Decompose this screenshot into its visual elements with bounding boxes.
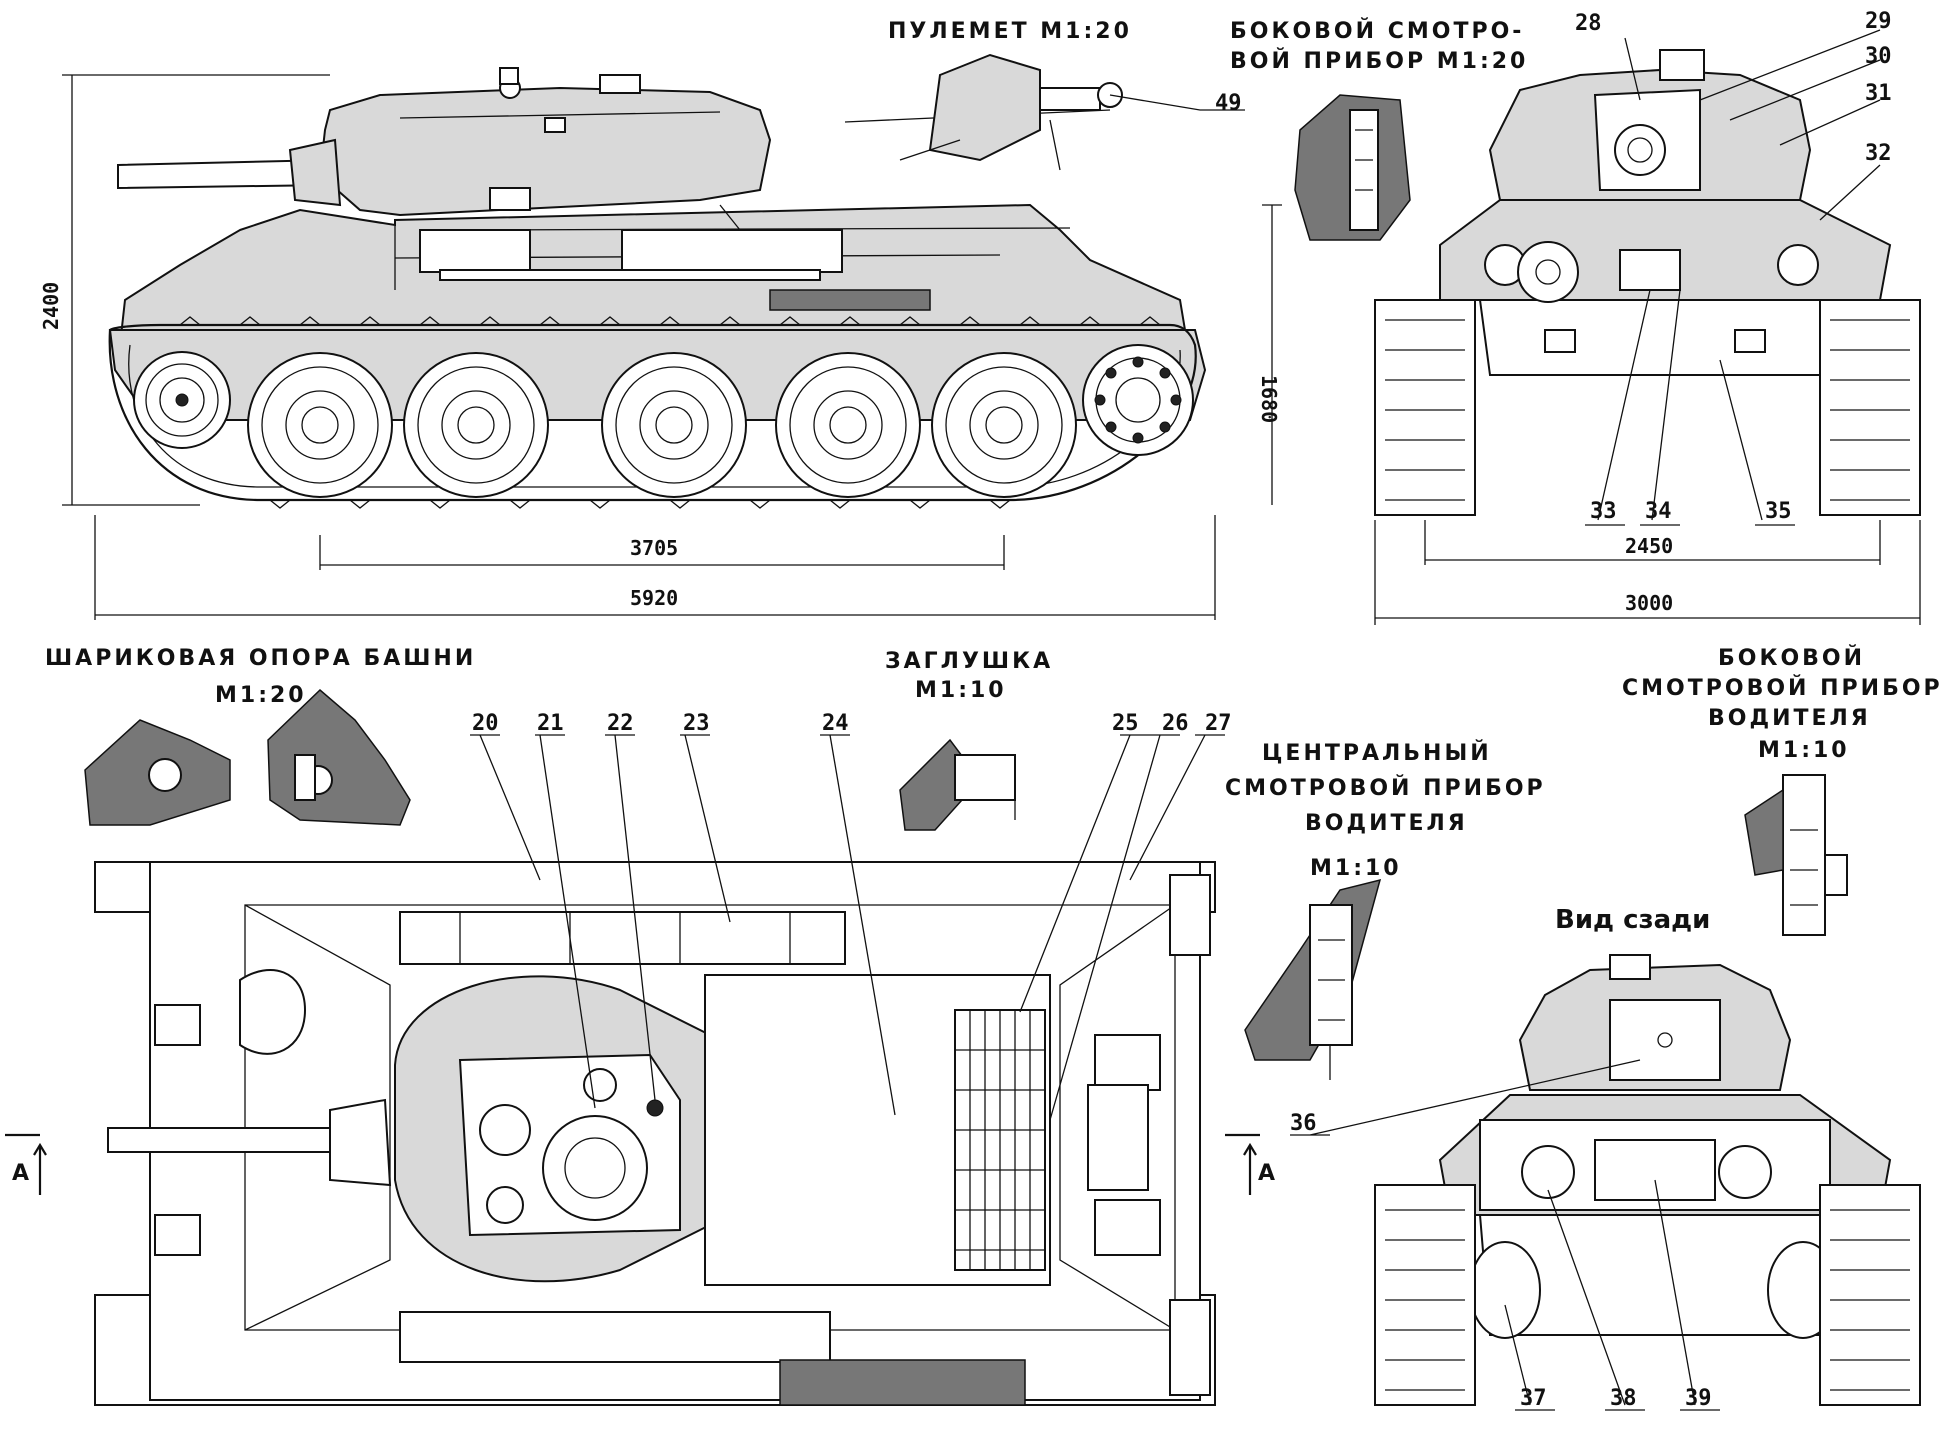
- title-driver-periscope-2: СМОТРОВОЙ ПРИБОР: [1622, 675, 1943, 701]
- side-view: [62, 67, 1282, 620]
- turret-side-periscope-detail: [1294, 94, 1411, 241]
- driver-side-periscope-detail: [1744, 774, 1848, 936]
- front-view: [1374, 29, 1921, 625]
- callout-33: 33: [1590, 499, 1617, 524]
- title-side-periscope-1: БОКОВОЙ СМОТРО-: [1230, 18, 1524, 44]
- callout-20: 20: [472, 711, 499, 736]
- dim-height-hull: 1680: [1257, 375, 1281, 423]
- title-driver-periscope-3: ВОДИТЕЛЯ: [1708, 706, 1871, 731]
- section-mark-right: A: [1258, 1161, 1275, 1186]
- dim-track-centers: 2450: [1625, 534, 1673, 558]
- callout-30: 30: [1865, 44, 1892, 69]
- callout-28: 28: [1575, 11, 1602, 36]
- callout-27: 27: [1205, 711, 1232, 736]
- callout-22: 22: [607, 711, 634, 736]
- title-plug-1: ЗАГЛУШКА: [885, 649, 1053, 674]
- title-central-periscope-2: СМОТРОВОЙ ПРИБОР: [1225, 775, 1546, 801]
- dim-width: 3000: [1625, 591, 1673, 615]
- title-driver-periscope-1: БОКОВОЙ: [1718, 645, 1865, 671]
- callout-34: 34: [1645, 499, 1672, 524]
- callout-29: 29: [1865, 9, 1892, 34]
- callout-35: 35: [1765, 499, 1792, 524]
- callout-23: 23: [683, 711, 710, 736]
- top-view: [5, 734, 1260, 1406]
- title-driver-periscope-4: М1:10: [1758, 738, 1850, 763]
- callout-49: 49: [1215, 91, 1242, 116]
- title-turret-bearing-1: ШАРИКОВАЯ ОПОРА БАШНИ: [45, 646, 476, 671]
- callout-31: 31: [1865, 81, 1892, 106]
- title-central-periscope-3: ВОДИТЕЛЯ: [1305, 811, 1468, 836]
- title-plug-2: М1:10: [915, 678, 1007, 703]
- title-machine-gun: ПУЛЕМЕТ М1:20: [888, 19, 1132, 44]
- title-central-periscope-4: М1:10: [1310, 856, 1402, 881]
- dim-length: 5920: [630, 586, 678, 610]
- plug-detail: [899, 738, 1016, 831]
- dim-height-total: 2400: [39, 282, 63, 330]
- title-turret-bearing-2: М1:20: [215, 683, 307, 708]
- title-rear-view: Вид сзади: [1555, 905, 1710, 935]
- callout-21: 21: [537, 711, 564, 736]
- central-periscope-detail: [1244, 878, 1382, 1080]
- callout-24: 24: [822, 711, 849, 736]
- callout-39: 39: [1685, 1386, 1712, 1411]
- callout-37: 37: [1520, 1386, 1547, 1411]
- turret-bearing-detail: [84, 688, 411, 826]
- callout-38: 38: [1610, 1386, 1637, 1411]
- callout-25: 25: [1112, 711, 1139, 736]
- callout-36: 36: [1290, 1111, 1317, 1136]
- rear-view: [1290, 954, 1921, 1411]
- callout-26: 26: [1162, 711, 1189, 736]
- machine-gun-detail: [844, 53, 1245, 171]
- callout-32: 32: [1865, 141, 1892, 166]
- section-mark-left: A: [12, 1161, 29, 1186]
- title-side-periscope-2: ВОЙ ПРИБОР М1:20: [1230, 48, 1528, 74]
- title-central-periscope-1: ЦЕНТРАЛЬНЫЙ: [1262, 740, 1492, 766]
- dim-wheelbase: 3705: [630, 536, 678, 560]
